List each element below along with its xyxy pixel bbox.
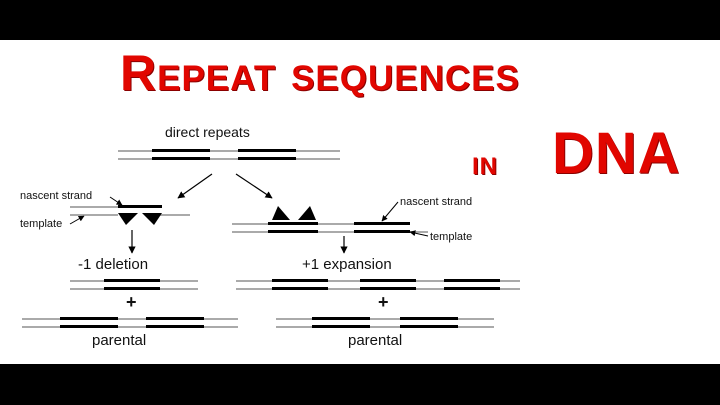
title-line-1: Repeat sequences bbox=[120, 45, 520, 101]
title-line-2-main: DNA bbox=[552, 121, 681, 186]
left-parental-label: parental bbox=[92, 332, 147, 349]
right-loopout bbox=[272, 206, 316, 220]
left-plus-sign: + bbox=[126, 292, 137, 312]
arrow-to-right-intermediate bbox=[235, 173, 273, 199]
left-nascent-pointer bbox=[109, 196, 123, 206]
direct-repeats-label: direct repeats bbox=[165, 124, 250, 140]
expansion-label: +1 expansion bbox=[302, 256, 392, 273]
right-nascent-label: nascent strand bbox=[400, 196, 473, 208]
right-plus-sign: + bbox=[378, 292, 389, 312]
diagram-canvas: Repeat sequences in DNA direct repeats n… bbox=[0, 40, 720, 364]
right-template-label: template bbox=[430, 231, 473, 243]
right-nascent-pointer bbox=[381, 201, 399, 222]
right-template-pointer bbox=[409, 230, 429, 237]
right-parental-label: parental bbox=[348, 332, 403, 349]
left-loopout bbox=[118, 213, 162, 225]
left-template-label: template bbox=[20, 218, 63, 230]
left-nascent-label: nascent strand bbox=[20, 190, 93, 202]
deletion-label: -1 deletion bbox=[78, 256, 149, 273]
diagram-arrows-and-loops bbox=[69, 173, 429, 254]
title-line-2-prefix: in bbox=[472, 144, 498, 182]
left-template-pointer bbox=[69, 215, 85, 225]
arrow-to-left-intermediate bbox=[177, 173, 213, 199]
